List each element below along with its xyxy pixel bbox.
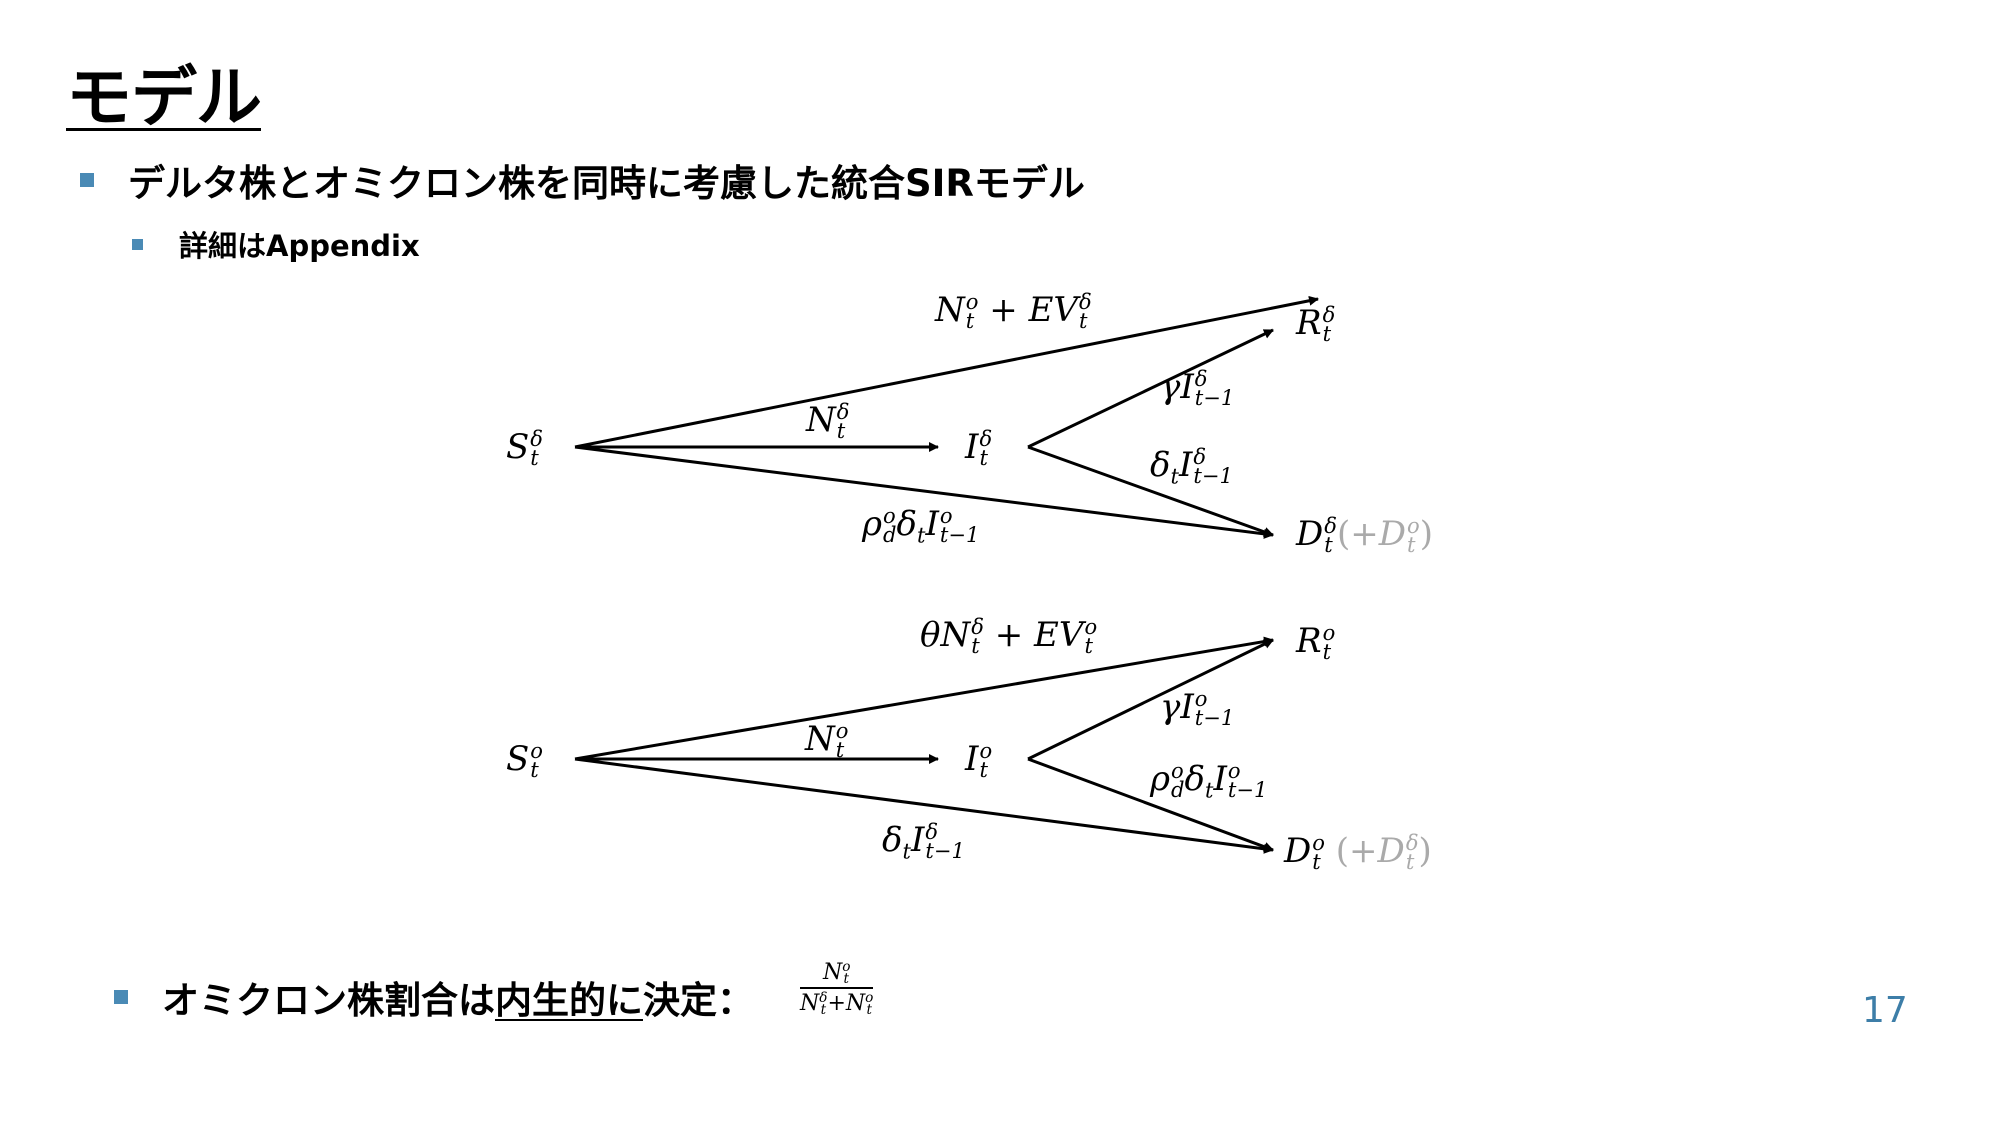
bullet-main-text: デルタ株とオミクロン株を同時に考慮した統合SIRモデル	[128, 162, 1085, 205]
bullet-sub: 詳細はAppendix	[132, 223, 420, 265]
arrow-omicron-s-to-r	[574, 636, 1274, 761]
bullet3-prefix: オミクロン株割合は	[162, 979, 495, 1022]
bullet-square-icon	[114, 990, 128, 1004]
arrow-delta-i-to-d	[1027, 445, 1274, 537]
bullet-sub-text: 詳細はAppendix	[179, 229, 420, 263]
bullet3-underlined: 内生的に	[495, 979, 643, 1022]
arrow-delta-s-to-r	[574, 295, 1319, 449]
bullet-square-icon	[132, 238, 143, 250]
page-number: 17	[1862, 990, 1908, 1031]
bullet-omicron-ratio: オミクロン株割合は内生的に決定：	[114, 970, 754, 1024]
bullet-main: デルタ株とオミクロン株を同時に考慮した統合SIRモデル	[80, 153, 1085, 207]
arrow-omicron-s-to-d	[574, 757, 1274, 854]
arrow-omicron-i-to-r	[1027, 638, 1274, 761]
bullet-square-icon	[80, 173, 94, 187]
bullet3-suffix: 決定：	[643, 979, 754, 1022]
arrow-omicron-i-to-d	[1027, 757, 1274, 852]
arrow-delta-s-to-d	[574, 445, 1274, 539]
slide-title: モデル	[66, 59, 262, 136]
arrow-delta-i-to-r	[1027, 328, 1274, 449]
